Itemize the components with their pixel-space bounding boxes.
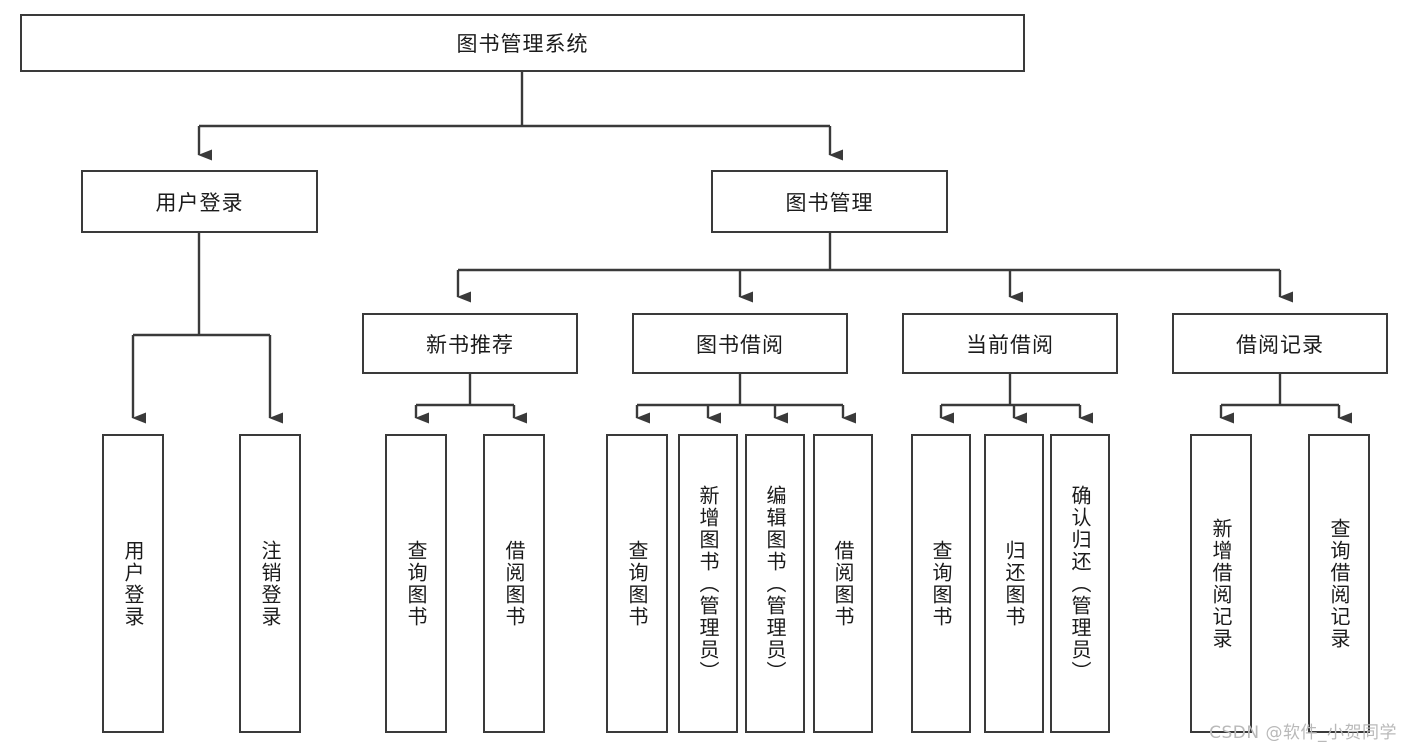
node-book-borrow-label: 图书借阅 [696, 332, 784, 357]
leaf-user-login[interactable]: 用户登录 [102, 434, 164, 733]
leaf-query-borrow-record-label: 查询借阅记录 [1327, 517, 1351, 650]
leaf-query-book-recommend-label: 查询图书 [404, 539, 428, 628]
leaf-logout[interactable]: 注销登录 [239, 434, 301, 733]
leaf-query-borrow-record[interactable]: 查询借阅记录 [1308, 434, 1370, 733]
leaf-logout-label: 注销登录 [258, 539, 282, 628]
leaf-edit-book-admin[interactable]: 编辑图书（管理员） [745, 434, 805, 733]
leaf-add-book-admin[interactable]: 新增图书（管理员） [678, 434, 738, 733]
node-user-login-label: 用户登录 [155, 190, 244, 215]
node-root-label: 图书管理系统 [456, 32, 589, 56]
leaf-borrow-book-recommend[interactable]: 借阅图书 [483, 434, 545, 733]
node-borrow-record-label: 借阅记录 [1236, 332, 1324, 357]
leaf-borrow-book-label: 借阅图书 [831, 539, 855, 628]
node-book-management-label: 图书管理 [785, 190, 874, 215]
node-user-login[interactable]: 用户登录 [81, 170, 318, 233]
leaf-query-book-recommend[interactable]: 查询图书 [385, 434, 447, 733]
leaf-edit-book-admin-label: 编辑图书（管理员） [763, 484, 787, 683]
node-current-borrow[interactable]: 当前借阅 [902, 313, 1118, 374]
leaf-query-book-borrow[interactable]: 查询图书 [606, 434, 668, 733]
node-new-book-recommend-label: 新书推荐 [426, 332, 514, 357]
leaf-add-borrow-record[interactable]: 新增借阅记录 [1190, 434, 1252, 733]
node-book-management[interactable]: 图书管理 [711, 170, 948, 233]
node-borrow-record[interactable]: 借阅记录 [1172, 313, 1388, 374]
leaf-add-book-admin-label: 新增图书（管理员） [696, 484, 720, 683]
node-current-borrow-label: 当前借阅 [966, 332, 1054, 357]
leaf-add-borrow-record-label: 新增借阅记录 [1209, 517, 1233, 650]
leaf-return-book-label: 归还图书 [1002, 539, 1026, 628]
leaf-borrow-book-recommend-label: 借阅图书 [502, 539, 526, 628]
leaf-query-book-current[interactable]: 查询图书 [911, 434, 971, 733]
leaf-borrow-book[interactable]: 借阅图书 [813, 434, 873, 733]
node-book-borrow[interactable]: 图书借阅 [632, 313, 848, 374]
leaf-query-book-current-label: 查询图书 [929, 539, 953, 628]
leaf-confirm-return-admin-label: 确认归还（管理员） [1068, 484, 1092, 683]
watermark-text: CSDN @软件_小贺同学 [1209, 723, 1397, 743]
leaf-confirm-return-admin[interactable]: 确认归还（管理员） [1050, 434, 1110, 733]
leaf-user-login-label: 用户登录 [121, 539, 145, 628]
leaf-return-book[interactable]: 归还图书 [984, 434, 1044, 733]
node-new-book-recommend[interactable]: 新书推荐 [362, 313, 578, 374]
leaf-query-book-borrow-label: 查询图书 [625, 539, 649, 628]
node-root[interactable]: 图书管理系统 [20, 14, 1025, 72]
